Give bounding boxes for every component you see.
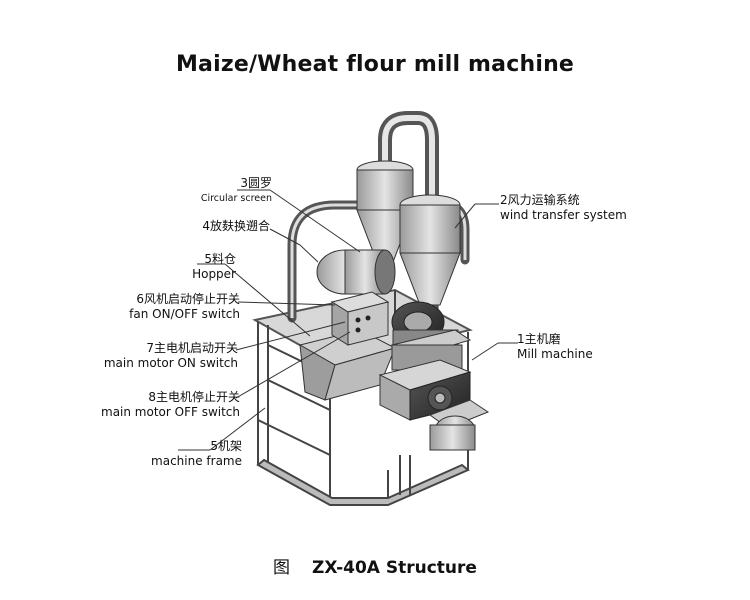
diagram-title: Maize/Wheat flour mill machine [175,52,575,77]
label-wind-transfer: 2风力运输系统 wind transfer system [500,193,640,223]
label-en: fan ON/OFF switch [129,307,240,321]
label-hopper: 5料仓 Hopper [180,252,236,282]
label-cn: 2风力运输系统 [500,193,580,207]
label-cn: 7主电机启动开关 [146,341,238,355]
circular-screen-unit [316,249,396,295]
label-en: Mill machine [517,347,593,361]
caption-prefix: 图 [273,558,291,578]
label-mill-machine: 1主机磨 Mill machine [517,332,617,362]
label-cn: 8主电机停止开关 [148,390,240,404]
mill-machine-body [378,329,490,451]
label-en: main motor ON switch [103,356,238,370]
label-cn: 5料仓 [204,252,236,266]
label-en: main motor OFF switch [101,405,240,419]
label-mixing-hopper: 4放麸换遡合 [180,219,270,234]
label-cn: 4放麸换遡合 [202,219,270,233]
leader-lines [178,189,518,451]
label-motor-off-switch: 8主电机停止开关 main motor OFF switch [100,390,240,420]
label-en: machine frame [151,454,242,468]
label-en: wind transfer system [500,208,627,222]
figure-caption: 图 ZX-40A Structure [0,553,750,578]
label-cn: 5机架 [210,439,242,453]
label-machine-frame: 5机架 machine frame [150,439,242,469]
label-circular-screen: 3圆罗 Circular screen [200,176,272,206]
label-en: Circular screen [200,193,272,204]
caption-text: ZX-40A Structure [312,558,477,578]
label-cn: 1主机磨 [517,332,561,346]
label-en: Hopper [192,267,236,281]
label-fan-switch: 6风机启动停止开关 fan ON/OFF switch [112,292,240,322]
label-cn: 3圆罗 [240,176,272,190]
label-cn: 6风机启动停止开关 [136,292,240,306]
label-motor-on-switch: 7主电机启动开关 main motor ON switch [100,341,238,371]
